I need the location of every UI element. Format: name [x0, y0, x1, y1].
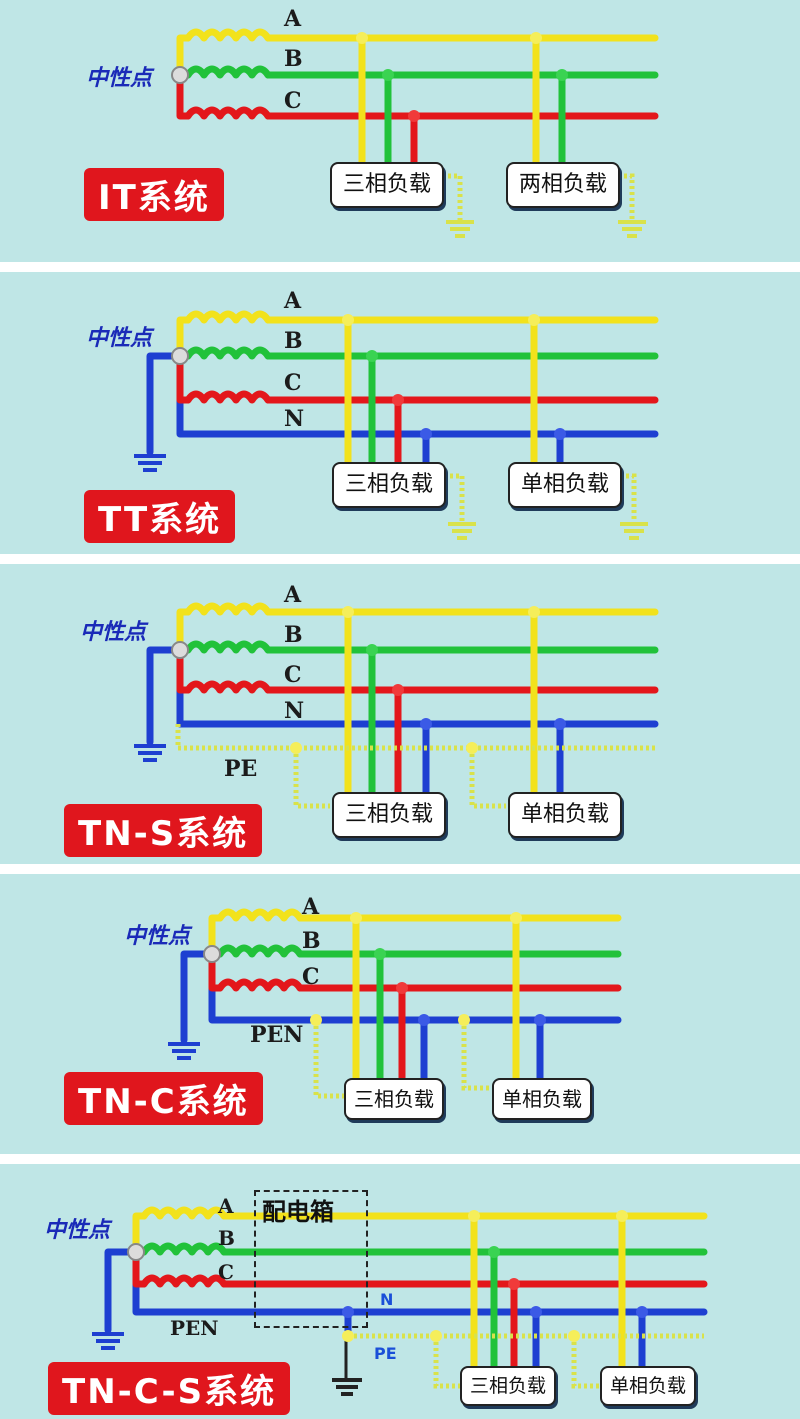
phase-label-a: A — [218, 1194, 234, 1218]
load-box-three-phase: 三相负载 — [344, 1078, 444, 1120]
phase-label-b: B — [284, 46, 303, 72]
phase-label-b: B — [284, 622, 303, 648]
ground-icon — [134, 454, 648, 540]
phase-label-a: A — [284, 288, 302, 314]
panel-it: 中性点 A B C IT系统 三相负载 两相负载 — [0, 0, 800, 262]
panel-tt: 中性点 A B C N TT系统 三相负载 单相负载 — [0, 272, 800, 554]
neutral-point-label: 中性点 — [86, 65, 153, 91]
load-box-three-phase: 三相负载 — [330, 162, 444, 208]
neutral-node-icon — [171, 641, 189, 659]
distribution-box-label: 配电箱 — [262, 1198, 334, 1226]
phase-label-b: B — [218, 1226, 235, 1250]
load-box-two-phase: 两相负载 — [506, 162, 620, 208]
tn-c-s-wiring — [92, 1206, 708, 1396]
pen-label: PEN — [250, 1022, 304, 1048]
phase-label-n: N — [284, 698, 305, 724]
phase-label-b: B — [284, 328, 303, 354]
phase-label-b: B — [302, 928, 321, 954]
system-badge: TT系统 — [84, 490, 236, 543]
load-box-three-phase: 三相负载 — [332, 792, 446, 838]
neutral-point-label: 中性点 — [86, 325, 153, 351]
load-box-single-phase: 单相负载 — [492, 1078, 592, 1120]
pe-label: PE — [374, 1344, 397, 1363]
panel-tn-c: 中性点 A B C PEN TN-C系统 三相负载 单相负载 — [0, 874, 800, 1154]
pen-label: PEN — [170, 1316, 219, 1340]
phase-label-c: C — [284, 88, 302, 114]
phase-label-c: C — [284, 370, 302, 396]
ground-icon — [446, 220, 646, 238]
phase-label-a: A — [302, 894, 320, 920]
ground-icon — [134, 744, 166, 762]
phase-label-a: A — [284, 6, 302, 32]
phase-label-a: A — [284, 582, 302, 608]
tt-wiring — [134, 310, 659, 540]
tn-s-wiring — [134, 602, 659, 809]
it-wiring — [171, 28, 659, 238]
load-box-single-phase: 单相负载 — [600, 1366, 696, 1406]
load-box-three-phase: 三相负载 — [332, 462, 446, 508]
neutral-point-label: 中性点 — [80, 619, 147, 645]
neutral-node-icon — [203, 945, 221, 963]
system-badge: TN-C系统 — [64, 1072, 263, 1125]
n-label: N — [380, 1290, 394, 1309]
load-box-three-phase: 三相负载 — [460, 1366, 556, 1406]
neutral-point-label: 中性点 — [44, 1217, 111, 1243]
phase-label-c: C — [284, 662, 302, 688]
system-badge: IT系统 — [84, 168, 224, 221]
neutral-node-icon — [127, 1243, 145, 1261]
load-box-single-phase: 单相负载 — [508, 792, 622, 838]
neutral-point-label: 中性点 — [124, 923, 191, 949]
phase-label-c: C — [218, 1260, 234, 1284]
panel-tn-s: 中性点 A B C N PE TN-S系统 三相负载 单相负载 — [0, 564, 800, 864]
neutral-node-icon — [171, 66, 189, 84]
neutral-node-icon — [171, 347, 189, 365]
panel-tn-c-s: 配电箱 中性点 A B C PEN N PE TN-C-S系统 三相负载 单相负… — [0, 1164, 800, 1419]
tn-c-wiring — [168, 908, 622, 1099]
system-badge: TN-C-S系统 — [48, 1362, 291, 1415]
distribution-box — [254, 1190, 368, 1328]
load-box-single-phase: 单相负载 — [508, 462, 622, 508]
phase-label-n: N — [284, 406, 305, 432]
system-badge: TN-S系统 — [64, 804, 263, 857]
ground-icon — [168, 1042, 200, 1060]
ground-icon — [92, 1332, 362, 1396]
pe-label: PE — [224, 756, 258, 782]
phase-label-c: C — [302, 964, 320, 990]
